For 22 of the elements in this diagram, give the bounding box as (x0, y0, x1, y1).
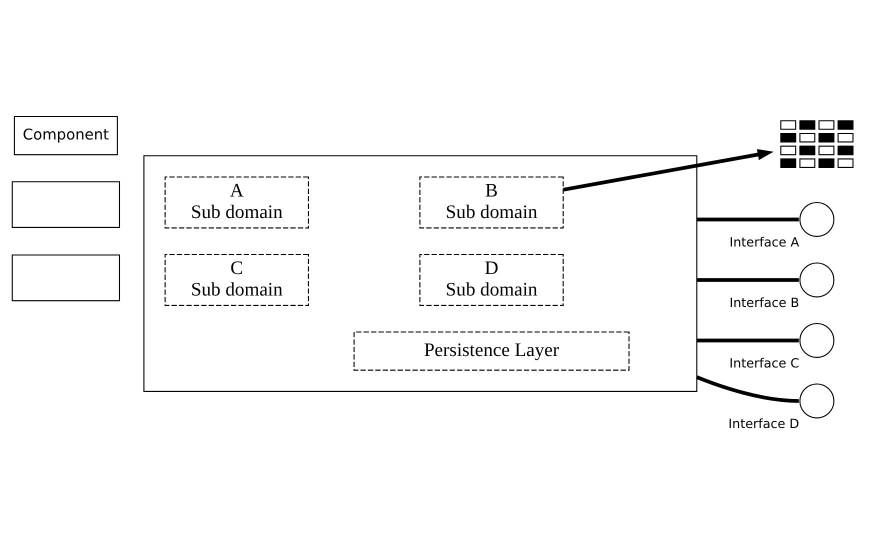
node-box (12, 181, 120, 228)
node-circle (799, 322, 834, 358)
node-box (12, 254, 120, 302)
node-box: Persistence Layer (354, 331, 630, 371)
node-label: Interface B (729, 296, 800, 312)
connector (696, 338, 799, 342)
arrow (563, 149, 774, 192)
node-box: Component (14, 116, 118, 156)
node-circle (799, 202, 834, 237)
node-box: A Sub domain (164, 176, 309, 228)
node-label: Interface C (729, 356, 800, 372)
cluster (143, 155, 698, 392)
node-box: D Sub domain (419, 254, 564, 306)
node-label: Interface D (728, 417, 800, 432)
connector (696, 218, 799, 222)
node-box: B Sub domain (419, 176, 564, 228)
node-label: Interface A (730, 236, 800, 251)
node-circle (799, 383, 834, 418)
node-box: C Sub domain (164, 254, 309, 306)
connector (696, 375, 799, 403)
connector (696, 278, 799, 282)
node-circle (799, 262, 834, 298)
